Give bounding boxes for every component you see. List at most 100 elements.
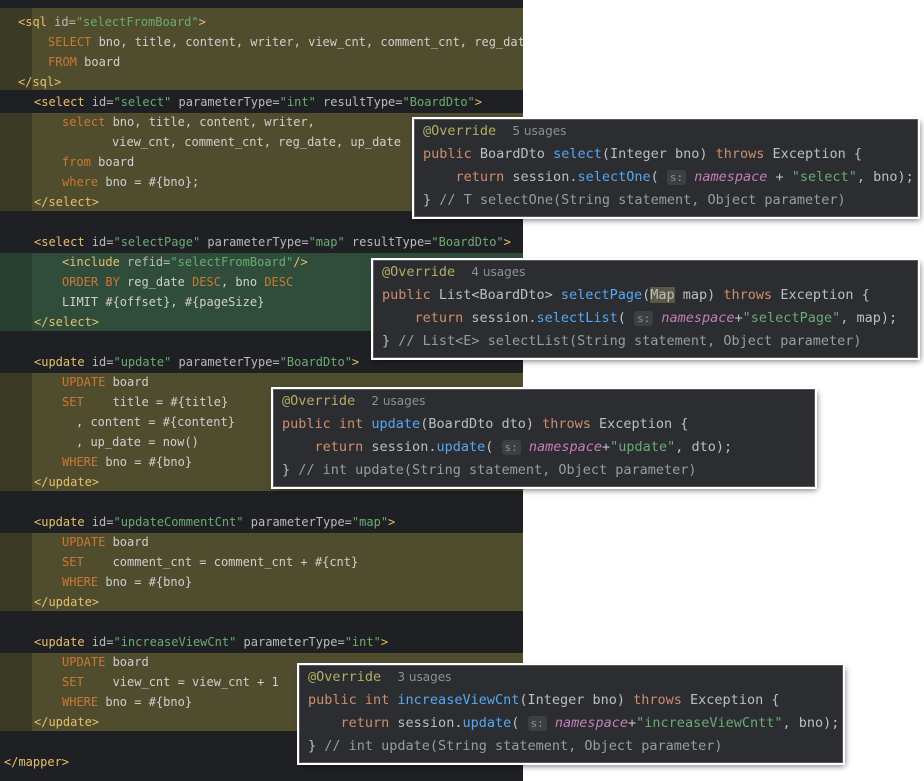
code-token: "BoardDto"	[279, 355, 352, 369]
usages-link[interactable]: 3 usages	[397, 670, 452, 684]
code-token: from	[62, 155, 99, 169]
code-token: bno = #{bno}	[105, 455, 193, 469]
code-token: increaseViewCnt	[397, 692, 520, 708]
gutter-mark	[0, 373, 32, 491]
code-token: BoardDto	[479, 146, 554, 162]
code-token: select	[553, 146, 602, 162]
code-line: WHERE bno = #{bno}	[62, 572, 192, 592]
code-token: public	[423, 146, 480, 162]
code-token: }	[382, 333, 399, 349]
code-token: id=	[91, 235, 114, 249]
gutter-mark	[0, 253, 32, 331]
code-token: // int update(String statement, Object p…	[298, 462, 697, 478]
code-token: "select"	[791, 169, 857, 185]
code-token: <update	[34, 635, 92, 649]
override-annotation: @Override	[382, 264, 456, 280]
code-token: />	[293, 255, 308, 269]
code-token: WHERE	[62, 455, 106, 469]
code-token: <include	[62, 255, 128, 269]
code-token: bno, title, content, writer, view_cnt, c…	[98, 35, 523, 49]
code-token: parameterType=	[250, 515, 352, 529]
code-token: }	[423, 192, 440, 208]
code-token: >	[474, 95, 482, 109]
code-token: Exception {	[780, 287, 870, 303]
usages-link[interactable]: 4 usages	[471, 265, 526, 279]
code-token: (BoardDto dto)	[420, 416, 543, 432]
popup-header: @Override 3 usages	[308, 666, 451, 688]
code-token: >	[198, 15, 206, 29]
code-token: // T selectOne(String statement, Object …	[439, 192, 846, 208]
popup-code-line: public List<BoardDto> selectPage(Map map…	[382, 284, 870, 306]
code-token: session.	[471, 310, 537, 326]
code-token: throws	[542, 416, 600, 432]
code-token: return	[455, 169, 513, 185]
code-token: session.	[397, 715, 463, 731]
code-token: , bno);	[782, 715, 840, 731]
code-token: UPDATE	[62, 375, 113, 389]
code-token: session.	[512, 169, 578, 185]
code-token: return	[340, 715, 398, 731]
code-line: <select id="selectPage" parameterType="m…	[34, 232, 511, 252]
override-annotation: @Override	[282, 393, 356, 409]
code-token: SELECT	[48, 35, 99, 49]
code-token: <select	[34, 95, 92, 109]
code-line: </select>	[34, 312, 99, 332]
code-token: "BoardDto"	[402, 95, 475, 109]
code-token: parameterType=	[243, 635, 345, 649]
code-token: board	[112, 375, 149, 389]
code-token: , content = #{content}	[76, 415, 235, 429]
code-token: </update>	[34, 475, 100, 489]
code-token: "updateCommentCnt"	[113, 515, 251, 529]
code-token: reg_date	[127, 275, 193, 289]
code-token: >	[380, 635, 389, 649]
code-line: UPDATE board	[62, 532, 149, 552]
code-token: (	[617, 310, 634, 326]
code-token: Exception {	[599, 416, 689, 432]
code-line: </update>	[34, 472, 99, 492]
code-token: (Integer bno)	[519, 692, 634, 708]
code-token: update	[436, 439, 486, 455]
code-token: namespace	[520, 439, 603, 455]
usages-link[interactable]: 5 usages	[512, 124, 567, 138]
code-token: public	[282, 416, 339, 432]
code-token: selectPage	[560, 287, 643, 303]
parameter-hint: s:	[634, 311, 654, 326]
code-token: "select"	[113, 95, 179, 109]
gutter-mark	[0, 533, 32, 611]
code-line: from board	[62, 152, 134, 172]
code-token: int	[364, 692, 398, 708]
code-token: >	[388, 515, 396, 529]
code-token: return	[414, 310, 472, 326]
code-line: UPDATE board	[62, 652, 149, 672]
code-token: map)	[674, 287, 724, 303]
code-token: (	[642, 287, 651, 303]
code-token: return	[314, 439, 372, 455]
usages-link[interactable]: 2 usages	[371, 394, 426, 408]
code-token: parameterType=	[178, 355, 280, 369]
popup-code-line: public int update(BoardDto dto) throws E…	[282, 413, 688, 435]
code-line: SET title = #{title}	[62, 392, 228, 412]
code-token: update	[462, 715, 512, 731]
code-token: where	[62, 175, 106, 189]
code-line: , up_date = now()	[76, 432, 199, 452]
parameter-hint: s:	[666, 170, 687, 185]
code-line: </update>	[34, 592, 99, 612]
code-token: , map);	[840, 310, 898, 326]
code-token: (	[485, 439, 502, 455]
code-token: Exception {	[690, 692, 780, 708]
code-token: board	[112, 535, 149, 549]
code-token: int	[338, 416, 372, 432]
code-token: bno = #{bno};	[105, 175, 200, 189]
code-line: </select>	[34, 192, 99, 212]
code-token: +	[767, 169, 792, 185]
code-token: id=	[91, 95, 114, 109]
code-line: FROM board	[48, 52, 120, 72]
code-line: where bno = #{bno};	[62, 172, 199, 192]
gutter-mark	[0, 113, 32, 211]
code-token: >	[351, 355, 360, 369]
parameter-hint: s:	[501, 440, 521, 455]
code-token: </select>	[34, 315, 100, 329]
popup-code-line: return session.selectOne( s: namespace +…	[423, 166, 914, 188]
code-token: board	[112, 655, 149, 669]
